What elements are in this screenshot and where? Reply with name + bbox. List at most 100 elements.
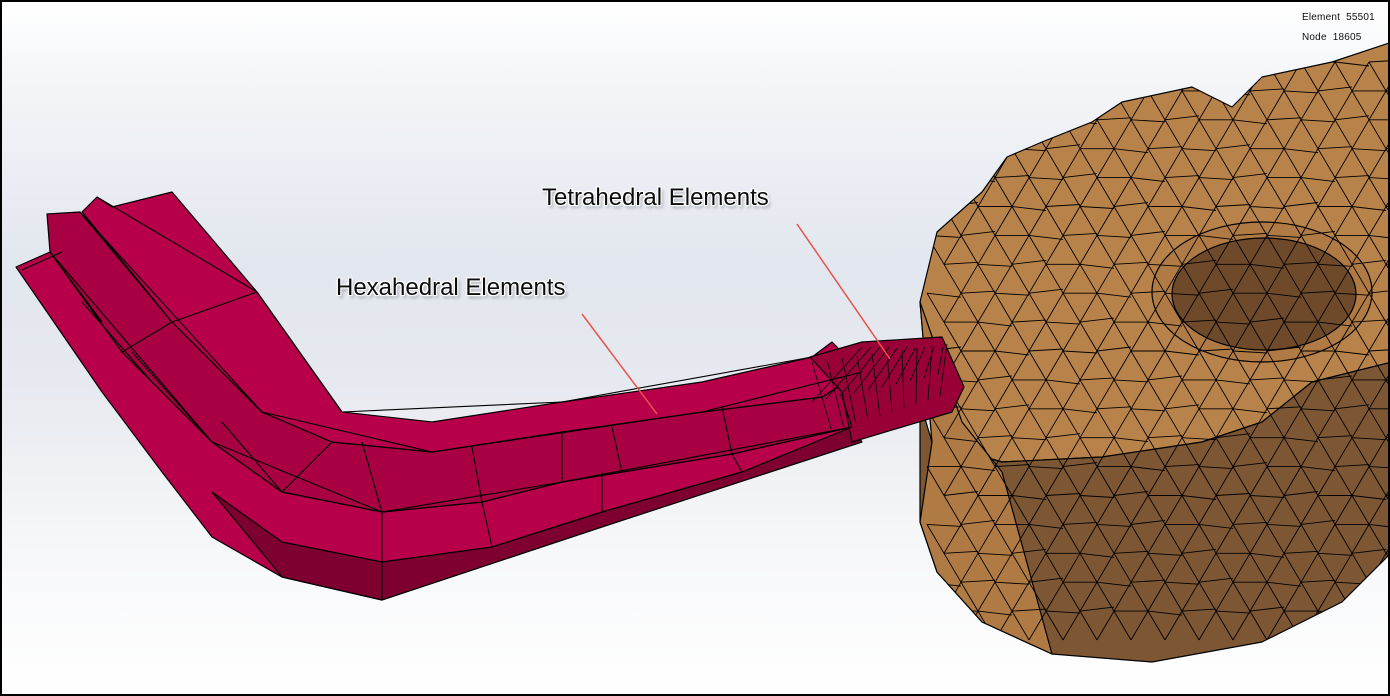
mesh-edge: [1062, 524, 1081, 554]
mesh-edge: [1096, 117, 1132, 121]
mesh-edge: [1249, 524, 1268, 554]
mesh-edge: [1283, 350, 1302, 381]
mesh-edge: [1198, 234, 1234, 240]
mesh-edge: [1317, 379, 1336, 410]
mesh-edge: [1147, 466, 1166, 496]
mesh-edge: [1351, 206, 1370, 236]
mesh-edge: [471, 446, 483, 503]
mesh-edge: [1266, 292, 1285, 323]
mesh-edge: [994, 177, 1013, 207]
mesh-edge: [1198, 577, 1234, 583]
mesh-edge: [977, 119, 996, 149]
mesh-edge: [1062, 232, 1098, 236]
mesh-edge: [1011, 90, 1030, 121]
mesh-edge: [1317, 524, 1336, 554]
mesh-edge: [1249, 321, 1268, 352]
mesh-edge: [960, 379, 979, 410]
mesh-edge: [1113, 264, 1132, 294]
mesh-edge: [1164, 404, 1200, 410]
mesh-edge: [1147, 235, 1166, 265]
mesh-edge: [1130, 292, 1149, 323]
node-count-readout: Node 18605: [1302, 32, 1374, 43]
mesh-edge: [1181, 259, 1217, 265]
mesh-edge: [1079, 90, 1098, 121]
mesh-edge: [1164, 206, 1183, 236]
mesh-edge: [1300, 581, 1319, 612]
mesh-edge: [1215, 235, 1234, 265]
mesh-edge: [1351, 206, 1387, 211]
mesh-edge: [1079, 437, 1098, 467]
mesh-edge: [1249, 466, 1268, 496]
mesh-edge: [811, 346, 863, 403]
mesh-edge: [1198, 495, 1217, 525]
mesh-edge: [1300, 177, 1336, 183]
mesh-edge: [1215, 433, 1251, 439]
mesh-edge: [1300, 177, 1319, 207]
mesh-edge: [1215, 408, 1234, 438]
mesh-edge: [909, 346, 926, 382]
mesh-edge: [1062, 350, 1098, 354]
mesh-edge: [1181, 292, 1200, 323]
mesh-edge: [1062, 206, 1081, 236]
mesh-edge: [1079, 317, 1115, 323]
mesh-edge: [1283, 90, 1319, 94]
mesh-edge: [943, 119, 962, 149]
mesh-edge: [994, 350, 1013, 381]
mesh-edge: [1079, 606, 1115, 612]
mesh-edge: [1062, 408, 1098, 414]
mesh-edge: [1249, 292, 1268, 323]
element-count-readout: Element 55501: [1302, 12, 1375, 23]
mesh-edge: [926, 581, 945, 612]
mesh-edge: [1368, 610, 1387, 641]
mesh-edge: [886, 351, 893, 413]
mesh-edge: [1215, 144, 1251, 150]
mesh-edge: [1283, 437, 1302, 467]
mesh-edge: [1096, 379, 1115, 410]
mesh-edge: [1198, 581, 1217, 612]
mesh-edge: [1198, 466, 1234, 470]
mesh-edge: [977, 148, 996, 178]
mesh-edge: [960, 437, 979, 467]
mesh-edge: [943, 495, 962, 525]
element-count-label: Element: [1302, 12, 1341, 23]
hex-mesh-part[interactable]: [15, 191, 965, 601]
mesh-edge: [977, 435, 1013, 439]
mesh-edge: [825, 346, 872, 400]
mesh-edge: [960, 579, 996, 583]
mesh-edge: [1249, 90, 1268, 121]
mesh-edge: [1096, 61, 1115, 92]
mesh-edge: [1385, 610, 1388, 614]
mesh-edge: [1215, 90, 1251, 96]
mesh-edge: [1045, 581, 1064, 612]
mesh-edge: [1266, 524, 1285, 554]
mesh-edge: [1368, 495, 1387, 525]
mesh-edge: [1164, 61, 1183, 92]
mesh-edge: [1130, 321, 1149, 352]
mesh-edge: [1028, 610, 1047, 641]
mesh-edge: [1011, 466, 1030, 496]
leader-line-tetrahedral: [796, 223, 891, 360]
mesh-edge: [1113, 379, 1132, 410]
mesh-edge: [943, 292, 962, 323]
mesh-edge: [1351, 524, 1370, 554]
tet-mesh-part[interactable]: [919, 42, 1390, 663]
mesh-edge: [1147, 148, 1166, 178]
mesh-edge: [1130, 379, 1149, 410]
mesh-edge: [960, 290, 996, 294]
mesh-edge: [1096, 406, 1132, 410]
mesh-edge: [1283, 202, 1319, 207]
mesh-edge: [1368, 288, 1388, 294]
mesh-edge: [1147, 435, 1183, 439]
mesh-edge: [1249, 495, 1268, 525]
mesh-edge: [1130, 148, 1149, 178]
mesh-edge: [1045, 553, 1064, 583]
mesh-edge: [1164, 350, 1200, 356]
mesh-edge: [1062, 264, 1081, 294]
mesh-edge: [1351, 350, 1370, 381]
mesh-edge: [1215, 524, 1234, 554]
mesh-edge: [1130, 519, 1166, 525]
mesh-edge: [1147, 610, 1183, 616]
mesh-edge: [1317, 581, 1336, 612]
